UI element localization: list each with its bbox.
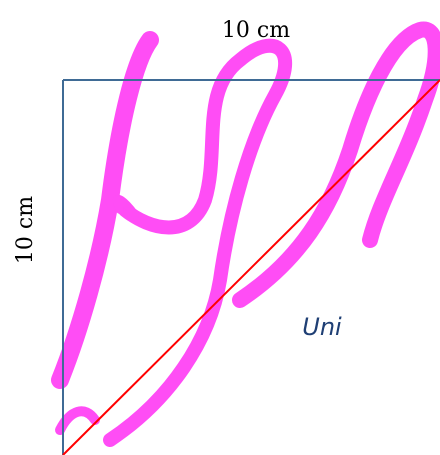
- region-label: Uni: [302, 313, 342, 341]
- watermark-stroke-right: [232, 21, 440, 308]
- square-outline: [62, 79, 440, 455]
- top-side-label: 10 cm: [222, 18, 290, 43]
- diagonal-line: [62, 79, 440, 455]
- watermark-stroke-loop: [112, 194, 139, 219]
- watermark-stroke-left: [103, 38, 292, 447]
- watermark-logo: [51, 21, 440, 447]
- watermark-stroke-main: [51, 31, 159, 389]
- left-side-label: 10 cm: [13, 196, 38, 264]
